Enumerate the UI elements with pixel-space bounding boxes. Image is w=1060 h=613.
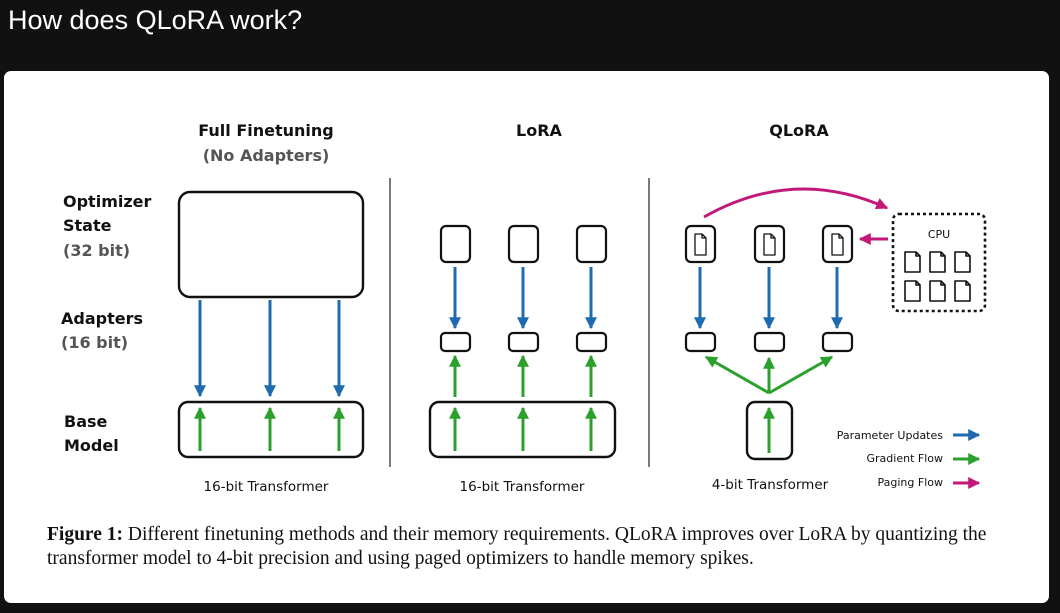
gradient-flow-arrow — [704, 355, 770, 395]
legend-item-gradient-flow: Gradient Flow — [867, 452, 981, 465]
qlora-paged-optimizer-boxes — [684, 224, 854, 264]
row-label-base-line2: Model — [64, 436, 119, 455]
column-title-qlora: QLoRA — [769, 121, 829, 140]
column-title-full-finetuning: Full Finetuning — [198, 121, 333, 140]
lora-parameter-update-arrows — [449, 267, 597, 330]
lora-optimizer-state-boxes — [439, 224, 608, 264]
paged-optimizer-box — [684, 224, 717, 264]
cpu-label: CPU — [928, 228, 950, 241]
page-icon — [904, 251, 921, 273]
legend-label: Gradient Flow — [867, 452, 943, 465]
paging-flow-arrow — [703, 187, 889, 219]
adapter-box — [439, 331, 472, 353]
qlora-adapter-boxes — [684, 331, 854, 353]
optimizer-state-box — [575, 224, 608, 264]
page-icon — [929, 251, 946, 273]
column-title-lora: LoRA — [516, 121, 563, 140]
paged-optimizer-box — [821, 224, 854, 264]
row-label-base-line1: Base — [64, 412, 108, 431]
row-label-optimizer: Optimizer State (32 bit) — [63, 192, 152, 260]
adapter-box — [507, 331, 540, 353]
legend-label: Parameter Updates — [837, 429, 944, 442]
legend-item-paging-flow: Paging Flow — [878, 476, 981, 489]
adapter-box — [821, 331, 854, 353]
legend-item-parameter-updates: Parameter Updates — [837, 429, 981, 442]
adapter-box — [575, 331, 608, 353]
qlora-diagram: Optimizer State (32 bit) Adapters (16 bi… — [61, 121, 987, 495]
full-optimizer-state-box — [177, 190, 365, 299]
lora-gradient-flow-arrows — [449, 354, 597, 451]
row-label-base: Base Model — [64, 412, 119, 455]
qlora-parameter-update-arrows — [694, 267, 843, 330]
legend: Parameter Updates Gradient Flow Paging F… — [837, 429, 981, 489]
legend-label: Paging Flow — [878, 476, 943, 489]
column-subtitle-full-finetuning: (No Adapters) — [203, 146, 330, 165]
page-icon — [954, 251, 971, 273]
full-parameter-update-arrows — [194, 300, 345, 398]
caption-label: Figure 1: — [47, 524, 124, 545]
row-label-adapters: Adapters (16 bit) — [61, 309, 143, 352]
row-label-optimizer-line1: Optimizer — [63, 192, 152, 211]
full-gradient-flow-arrows — [194, 406, 345, 451]
page-icon — [763, 233, 776, 256]
qlora-footer-label: 4-bit Transformer — [712, 477, 829, 493]
figure-card: Optimizer State (32 bit) Adapters (16 bi… — [4, 71, 1049, 603]
row-label-optimizer-line2: State — [63, 216, 112, 235]
page-icon — [904, 280, 921, 302]
adapter-box — [753, 331, 786, 353]
lora-footer-label: 16-bit Transformer — [460, 479, 585, 495]
paged-optimizer-box — [753, 224, 786, 264]
row-label-optimizer-note: (32 bit) — [63, 241, 130, 260]
optimizer-state-box — [439, 224, 472, 264]
page-icon — [831, 233, 844, 256]
page-icon — [929, 280, 946, 302]
cpu-memory-box: CPU — [891, 212, 987, 313]
row-label-adapters-line1: Adapters — [61, 309, 143, 328]
lora-adapter-boxes — [439, 331, 608, 353]
qlora-paging-flow-arrows — [703, 187, 889, 245]
figure-caption: Figure 1: Different finetuning methods a… — [47, 523, 1022, 571]
page-icon — [954, 280, 971, 302]
gradient-flow-arrow — [768, 355, 834, 395]
caption-text: Different finetuning methods and their m… — [47, 524, 987, 569]
qlora-gradient-flow-arrows — [704, 355, 834, 453]
adapter-box — [684, 331, 717, 353]
page-icon — [694, 233, 707, 256]
slide-title: How does QLoRA work? — [8, 5, 303, 35]
optimizer-state-box — [507, 224, 540, 264]
cpu-page-icons — [904, 251, 971, 302]
row-label-adapters-note: (16 bit) — [61, 333, 128, 352]
full-footer-label: 16-bit Transformer — [204, 479, 329, 495]
